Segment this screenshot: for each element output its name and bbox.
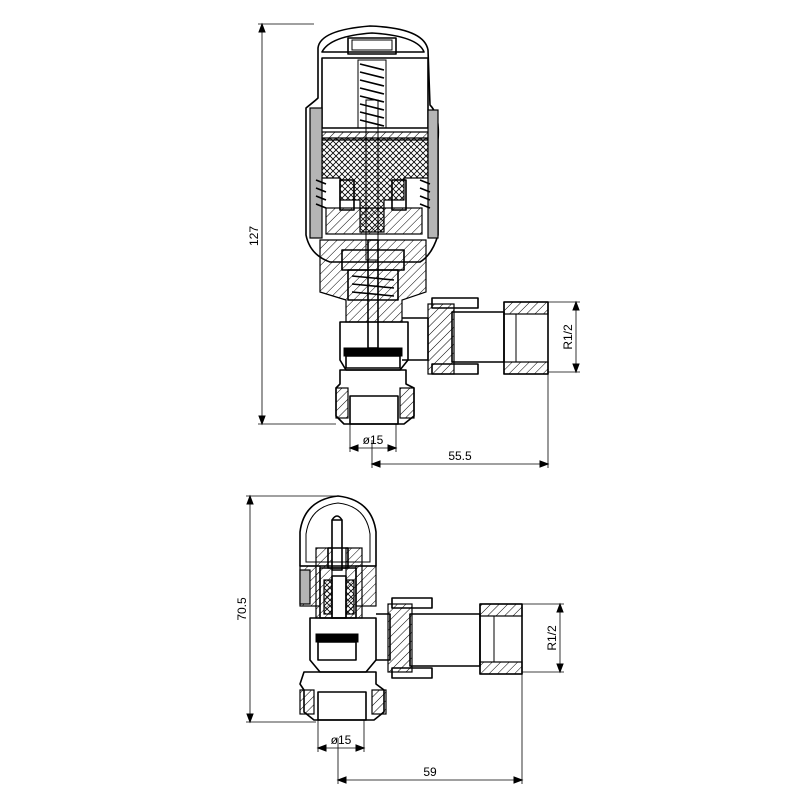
diameter-label-bottom: ø15	[331, 733, 352, 747]
lockshield-cap	[299, 495, 377, 607]
lockshield-valve-section: 70.5 R1/2 ø15 59	[235, 494, 564, 784]
dimension-diameter-bottom: ø15	[316, 720, 366, 752]
diameter-label-top: ø15	[363, 433, 384, 447]
valve-body	[319, 239, 427, 425]
thermostatic-valve-section: 127 R1/2 ø15 55.5	[247, 22, 580, 468]
length-label-top: 55.5	[448, 449, 472, 463]
length-label-bottom: 59	[423, 765, 437, 779]
thread-label-bottom: R1/2	[545, 625, 559, 651]
thread-label-top: R1/2	[561, 324, 575, 350]
spindle-assembly	[315, 547, 363, 619]
height-label-bottom: 70.5	[235, 597, 249, 621]
dimension-height-bottom: 70.5	[235, 494, 336, 724]
dimension-thread-bottom: R1/2	[522, 602, 564, 674]
lockshield-body	[299, 617, 387, 721]
spring	[357, 59, 387, 129]
dimension-length-top: 55.5	[370, 374, 550, 468]
lockshield-side-outlet	[376, 597, 523, 679]
dimension-height-top: 127	[247, 22, 336, 426]
dimension-diameter-top: ø15	[348, 424, 398, 452]
side-outlet	[402, 297, 549, 375]
height-label-top: 127	[247, 226, 261, 246]
dimension-thread-top: R1/2	[548, 300, 580, 374]
thermostatic-head	[305, 25, 440, 263]
dimension-length-bottom: 59	[336, 674, 524, 784]
